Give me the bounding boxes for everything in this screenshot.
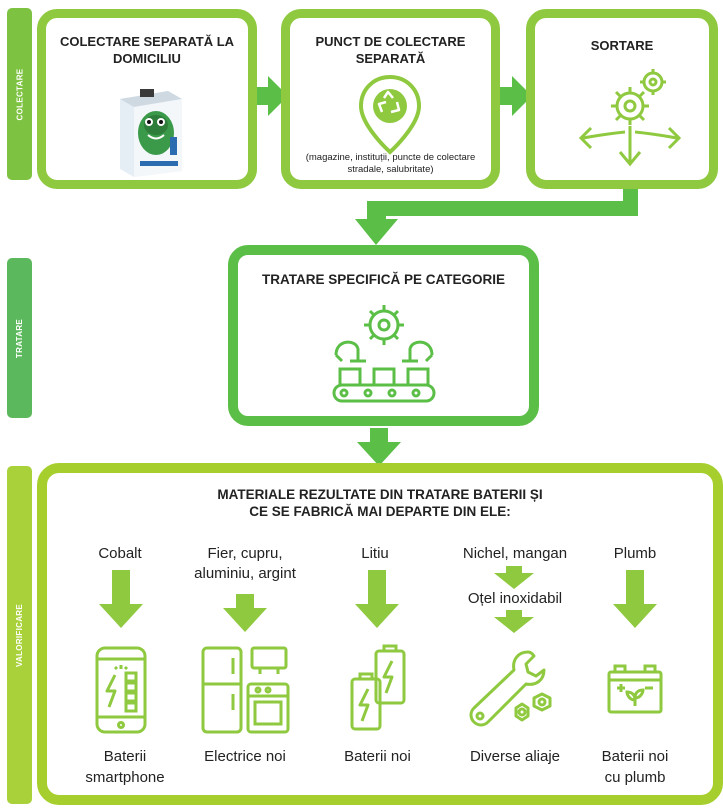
batteries-icon bbox=[350, 644, 406, 731]
result-smartphone-batteries: Baterii smartphone bbox=[85, 748, 165, 786]
arrow-metals-down bbox=[223, 594, 267, 632]
result-new-electricals: Electrice noi bbox=[204, 748, 286, 765]
material-iron-copper-aluminium-silver: Fier, cupru, aluminiu, argint bbox=[194, 545, 296, 582]
material-lithium: Litiu bbox=[361, 545, 389, 562]
collection-home-title: COLECTARE SEPARATĂ LA DOMICILIU bbox=[59, 34, 235, 66]
intermediate-stainless-steel: Oțel inoxidabil bbox=[467, 590, 563, 607]
result-new-lead-batteries: Baterii noi cu plumb bbox=[601, 748, 669, 786]
side-tab-treat-label: TRATARE bbox=[15, 318, 25, 358]
side-tab-collect-label: COLECTARE bbox=[15, 68, 25, 120]
smartphone-battery-icon bbox=[95, 646, 147, 734]
material-cobalt: Cobalt bbox=[98, 545, 142, 562]
collection-point-box: PUNCT DE COLECTARE SEPARATĂ (magazine, i… bbox=[281, 9, 500, 189]
collection-point-note: (magazine, instituții, puncte de colecta… bbox=[305, 152, 476, 175]
collection-point-title: PUNCT DE COLECTARE SEPARATĂ bbox=[315, 34, 466, 66]
appliances-icon bbox=[201, 646, 290, 734]
material-lead: Plumb bbox=[613, 545, 657, 562]
recycle-location-pin-icon bbox=[358, 74, 422, 155]
collection-home-box: COLECTARE SEPARATĂ LA DOMICILIU bbox=[37, 9, 257, 189]
side-tab-treat: TRATARE bbox=[7, 258, 32, 418]
factory-conveyor-gear-icon bbox=[332, 305, 436, 403]
car-battery-icon bbox=[607, 664, 663, 714]
arrow-lithium-down bbox=[355, 570, 399, 628]
arrow-steel-down bbox=[494, 610, 534, 633]
side-tab-collect: COLECTARE bbox=[7, 8, 32, 180]
battery-collection-box-photo bbox=[120, 89, 182, 177]
material-nickel-manganese: Nichel, mangan bbox=[462, 545, 568, 562]
treatment-box: TRATARE SPECIFICĂ PE CATEGORIE bbox=[228, 245, 539, 426]
arrow-sorting-to-treatment bbox=[355, 185, 638, 245]
arrow-nickel-down bbox=[494, 566, 534, 589]
valorisation-title: MATERIALE REZULTATE DIN TRATARE BATERII … bbox=[217, 487, 543, 519]
result-new-batteries: Baterii noi bbox=[344, 748, 411, 765]
treatment-title: TRATARE SPECIFICĂ PE CATEGORIE bbox=[261, 272, 505, 287]
side-tab-value: VALORIFICARE bbox=[7, 466, 32, 804]
valorisation-box bbox=[37, 463, 723, 805]
wrench-nuts-icon bbox=[469, 650, 552, 727]
side-tab-value-label: VALORIFICARE bbox=[15, 603, 25, 667]
arrow-point-to-sorting bbox=[496, 76, 532, 116]
arrow-treatment-to-valorisation bbox=[357, 428, 401, 466]
arrow-lead-down bbox=[613, 570, 657, 628]
sorting-title: SORTARE bbox=[590, 38, 654, 53]
gears-sorting-arrows-icon bbox=[578, 69, 682, 167]
arrow-cobalt-down bbox=[99, 570, 143, 628]
result-various-alloys: Diverse aliaje bbox=[469, 748, 561, 765]
sorting-box: SORTARE bbox=[526, 9, 718, 189]
